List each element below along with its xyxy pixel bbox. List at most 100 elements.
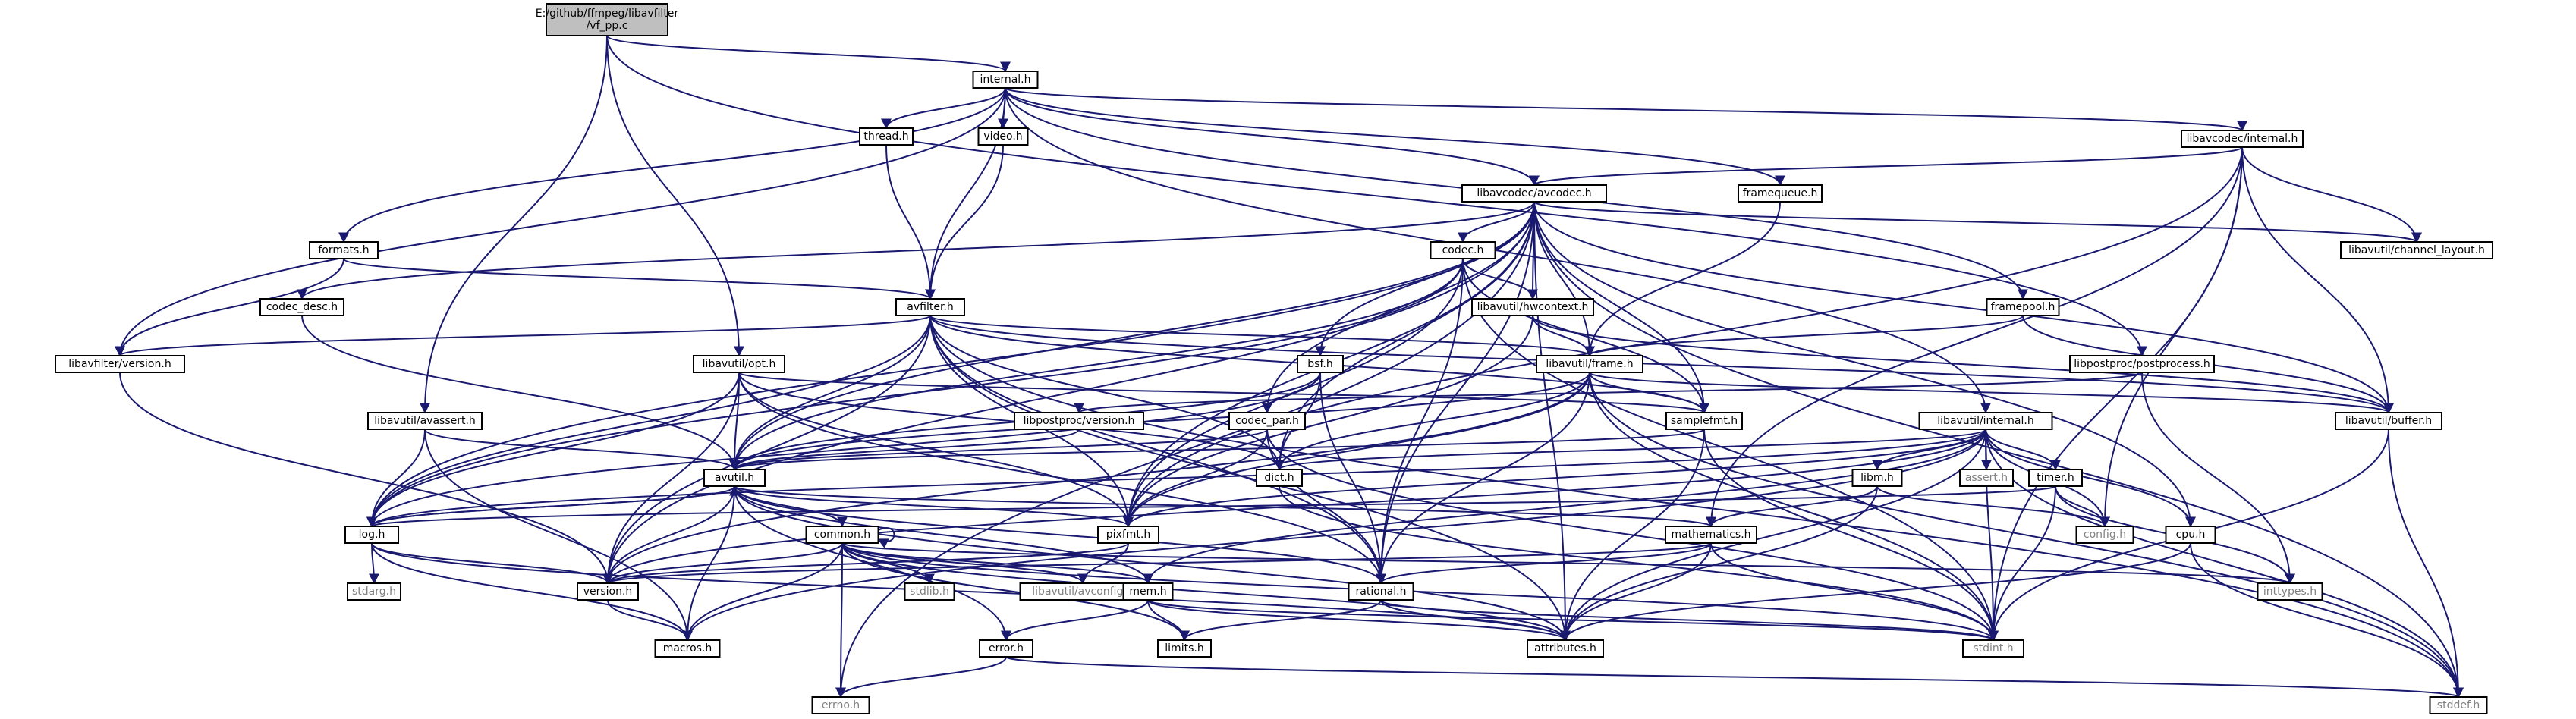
node-box [2069, 355, 2215, 373]
node-attributes-h[interactable]: attributes.h [1527, 639, 1604, 658]
node-libavfilter-version-h[interactable]: libavfilter/version.h [55, 355, 185, 373]
node-bsf-h[interactable]: bsf.h [1297, 355, 1344, 373]
node-label: inttypes.h [2263, 586, 2317, 598]
node-label: libm.h [1860, 472, 1894, 484]
node-framequeue-h[interactable]: framequeue.h [1738, 184, 1823, 203]
edge-timer_h-to-log_h [367, 485, 2056, 528]
node-libavutil-buffer-h[interactable]: libavutil/buffer.h [2335, 412, 2442, 430]
node-label: libavutil/hwcontext.h [1477, 301, 1589, 313]
node-label: error.h [989, 642, 1024, 655]
node-libavcodec-avcodec-h[interactable]: libavcodec/avcodec.h [1461, 184, 1607, 203]
node-libavutil-avconfig-h: libavutil/avconfig.h [1019, 582, 1146, 601]
node-label: config.h [2084, 529, 2126, 541]
edge-mem_h-to-error_h [1001, 599, 1149, 642]
node-box [1536, 355, 1643, 373]
node-error-h[interactable]: error.h [979, 639, 1033, 658]
edge-thread_h-to-avfilter_h [885, 144, 936, 300]
node-box [2075, 526, 2134, 544]
edge-libavutil_frame_h-to-version_h [602, 372, 1590, 585]
node-label: avutil.h [715, 472, 754, 484]
node-pixfmt-h[interactable]: pixfmt.h [1097, 526, 1159, 544]
edge-log_h-to-attributes_h [371, 542, 1571, 642]
edge-internal_h-to-avfilter_h [925, 87, 1006, 300]
node-internal-h[interactable]: internal.h [972, 71, 1039, 89]
node-label: errno.h [822, 699, 860, 711]
node-inttypes-h: inttypes.h [2257, 582, 2323, 601]
node-common-h[interactable]: common.h [805, 526, 879, 544]
node-label: bsf.h [1307, 358, 1332, 370]
node-thread-h[interactable]: thread.h [859, 127, 914, 146]
node-box [2165, 526, 2216, 544]
node-label: mem.h [1129, 586, 1166, 598]
node-libavutil-opt-h[interactable]: libavutil/opt.h [693, 355, 785, 373]
node-root[interactable]: E:/github/ffmpeg/libavfilter/vf_pp.c [536, 3, 679, 36]
edge-avfilter_h-to-attributes_h [929, 315, 1571, 642]
edge-libavcodec_avcodec_h-to-cpu_h [1533, 201, 2196, 528]
node-libpostproc-version-h[interactable]: libpostproc/version.h [1014, 412, 1144, 430]
node-avfilter-h[interactable]: avfilter.h [895, 298, 965, 316]
edge-internal_h-to-formats_h [338, 87, 1006, 243]
node-version-h[interactable]: version.h [577, 582, 639, 601]
edge-libavcodec_avcodec_h-to-samplefmt_h [1533, 201, 1709, 414]
node-mathematics-h[interactable]: mathematics.h [1665, 526, 1757, 544]
node-label: libavutil/buffer.h [2345, 415, 2432, 427]
node-samplefmt-h[interactable]: samplefmt.h [1665, 412, 1743, 430]
node-label: E:/github/ffmpeg/libavfilter [536, 8, 679, 20]
node-box [1430, 241, 1496, 259]
node-box [1471, 298, 1594, 316]
node-formats-h[interactable]: formats.h [309, 241, 379, 259]
node-codec-par-h[interactable]: codec_par.h [1228, 412, 1306, 430]
node-libm-h[interactable]: libm.h [1851, 469, 1903, 487]
node-macros-h[interactable]: macros.h [654, 639, 721, 658]
node-label: stdint.h [1973, 642, 2013, 655]
edge-codec_par_h-to-avutil_h [729, 429, 1268, 471]
node-box [347, 582, 401, 601]
edge-codec_h-to-stdint_h [1462, 258, 1999, 642]
edge-codec_h-to-samplefmt_h [1462, 258, 1709, 414]
node-label: libavcodec/internal.h [2187, 133, 2298, 145]
node-box [977, 127, 1029, 146]
node-label: cpu.h [2176, 529, 2206, 541]
node-rational-h[interactable]: rational.h [1348, 582, 1414, 601]
edge-log_h-to-version_h [371, 542, 613, 585]
edge-libavcodec_internal_h-to-pixfmt_h [1123, 146, 2243, 528]
node-libpostproc-postprocess-h[interactable]: libpostproc/postprocess.h [2069, 355, 2215, 373]
node-cpu-h[interactable]: cpu.h [2165, 526, 2216, 544]
node-video-h[interactable]: video.h [977, 127, 1029, 146]
edge-common_h-to-limits_h [841, 542, 1190, 642]
node-framepool-h[interactable]: framepool.h [1986, 298, 2060, 316]
node-libavutil-internal-h[interactable]: libavutil/internal.h [1918, 412, 2053, 430]
node-codec-h[interactable]: codec.h [1430, 241, 1496, 259]
edge-log_h-to-stdarg_h [368, 542, 379, 585]
node-timer-h[interactable]: timer.h [2028, 469, 2083, 487]
node-limits-h[interactable]: limits.h [1157, 639, 1212, 658]
node-label: libavutil/avassert.h [374, 415, 476, 427]
node-libavcodec-internal-h[interactable]: libavcodec/internal.h [2181, 130, 2304, 148]
edge-mathematics_h-to-stdint_h [1710, 542, 1999, 642]
node-mem-h[interactable]: mem.h [1122, 582, 1174, 601]
edge-common_h-to-attributes_h [841, 542, 1571, 642]
node-box [1527, 639, 1604, 658]
node-stdarg-h: stdarg.h [347, 582, 401, 601]
edge-common_h-to-inttypes_h [841, 542, 2295, 585]
edge-libavutil_frame_h-to-stddef_h [1589, 372, 2464, 699]
edge-libavutil_frame_h-to-libavutil_buffer_h [1589, 372, 2394, 414]
edge-avfilter_h-to-libavfilter_version_h [115, 315, 931, 357]
node-box [1851, 469, 1903, 487]
node-box [1297, 355, 1344, 373]
node-label: libpostproc/version.h [1024, 415, 1135, 427]
node-codec-desc-h[interactable]: codec_desc.h [259, 298, 344, 316]
edge-log_h-to-avutil_h [371, 485, 740, 527]
node-libavutil-avassert-h[interactable]: libavutil/avassert.h [367, 412, 483, 430]
node-libavutil-hwcontext-h[interactable]: libavutil/hwcontext.h [1471, 298, 1594, 316]
node-label: libavfilter/version.h [68, 358, 171, 370]
edge-version_h-to-macros_h [607, 599, 693, 642]
edge-avfilter_h-to-libavutil_buffer_h [929, 315, 2394, 414]
node-dict-h[interactable]: dict.h [1256, 469, 1303, 487]
edge-libavcodec_avcodec_h-to-libavutil_frame_h [1533, 201, 1595, 357]
node-avutil-h[interactable]: avutil.h [703, 469, 766, 487]
node-box [1157, 639, 1212, 658]
node-log-h[interactable]: log.h [344, 526, 399, 544]
node-libavutil-channel-layout-h[interactable]: libavutil/channel_layout.h [2340, 241, 2493, 259]
node-libavutil-frame-h[interactable]: libavutil/frame.h [1536, 355, 1643, 373]
